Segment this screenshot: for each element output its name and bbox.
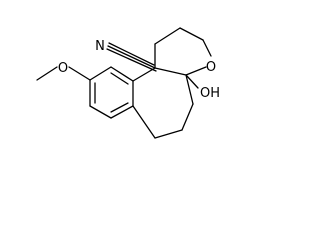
double-bond-inner [110, 72, 129, 85]
double-bond-inner [110, 102, 129, 113]
nitrile-group: N [95, 39, 157, 72]
triple-bond [106, 48, 157, 72]
cycloheptane-ring [132, 67, 194, 139]
bond [132, 105, 156, 139]
hydroxyl-label: OH [200, 86, 220, 101]
bond [185, 66, 207, 76]
chemical-structure: O O N OH [36, 27, 220, 139]
methoxy-oxygen-label: O [58, 61, 68, 76]
bond [110, 66, 134, 82]
bond [154, 67, 187, 76]
nitrile-nitrogen-label: N [95, 39, 105, 54]
bond [181, 103, 194, 131]
methoxy-group: O [36, 61, 91, 81]
pyran-ring: O [154, 27, 216, 76]
bond [154, 129, 183, 139]
bond [132, 67, 156, 82]
triple-bond [108, 42, 155, 66]
benzene-ring [89, 66, 134, 119]
ring-oxygen-label: O [206, 60, 216, 75]
bond [179, 27, 204, 41]
bond [89, 66, 112, 81]
bond [110, 105, 134, 119]
bond [202, 39, 212, 57]
bond [185, 74, 199, 89]
bond [185, 74, 194, 105]
bond [154, 27, 181, 45]
bond [68, 66, 91, 81]
bond [89, 105, 112, 119]
methyl-bond [36, 66, 58, 81]
bond [107, 45, 156, 69]
hydroxyl-group: OH [185, 74, 220, 101]
structure-drawing: O O N OH [36, 27, 220, 139]
